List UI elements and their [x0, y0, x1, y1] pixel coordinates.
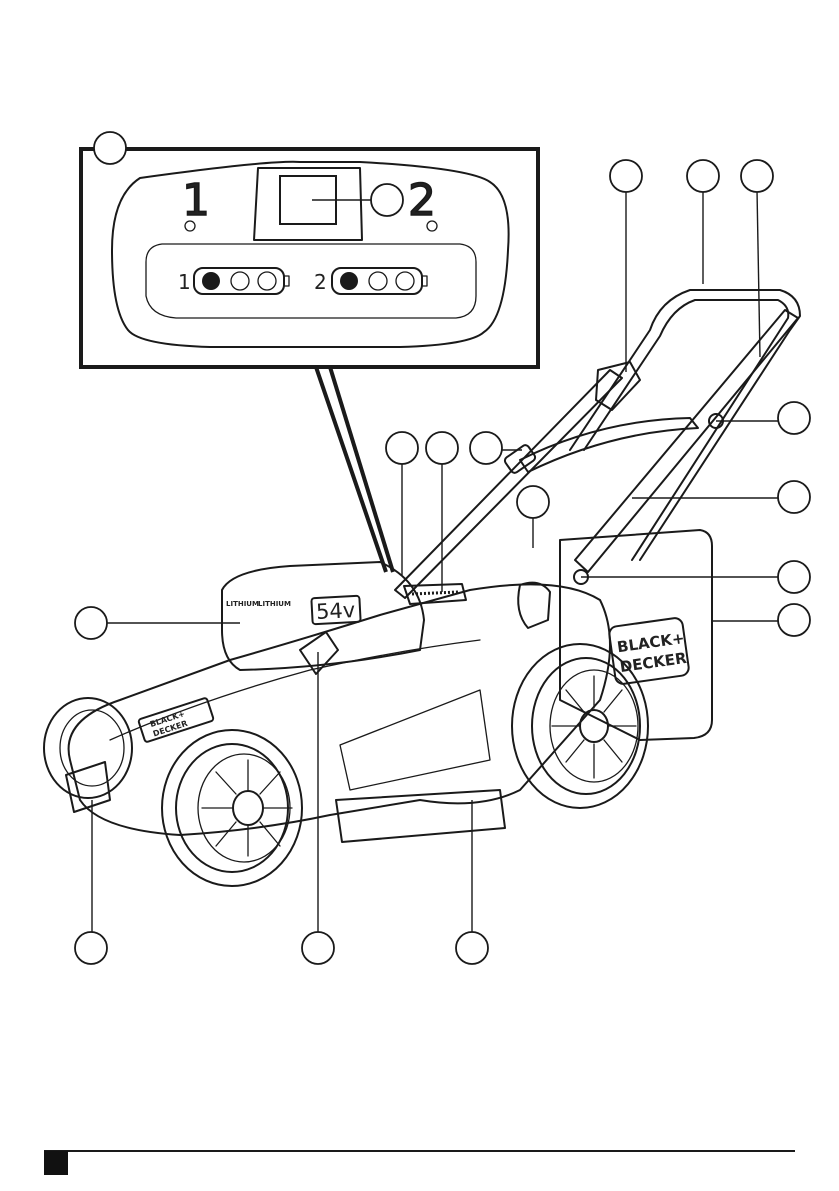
battery-status-inset: 1 2 1 2	[81, 149, 538, 367]
inset-numeral-2: 2	[408, 175, 436, 226]
battery-label-left: LITHIUM	[226, 600, 259, 608]
callout-marker	[517, 486, 549, 518]
callout-marker	[778, 561, 810, 593]
callout-marker	[302, 932, 334, 964]
inset-pointer	[316, 367, 393, 572]
callout-marker	[426, 432, 458, 464]
page-marker-box	[44, 1151, 68, 1175]
page-footer	[44, 1151, 795, 1175]
callout-marker	[687, 160, 719, 192]
handle-upper	[570, 290, 800, 560]
callout-marker	[778, 604, 810, 636]
front-bumper	[336, 790, 505, 842]
bag-chute-latch	[518, 583, 550, 628]
start-button-grip	[412, 592, 458, 594]
callout-marker	[741, 160, 773, 192]
callout-marker	[386, 432, 418, 464]
handle-bar-left	[395, 370, 622, 598]
callout-marker	[75, 932, 107, 964]
callout-marker	[371, 184, 403, 216]
wheel-rear-left	[44, 698, 132, 798]
callout-marker	[456, 932, 488, 964]
callout-marker	[75, 607, 107, 639]
callout-marker	[778, 402, 810, 434]
inset-numeral-1: 1	[182, 175, 210, 226]
gauge-1-label: 1	[178, 270, 191, 294]
callout-marker	[778, 481, 810, 513]
voltage-badge-text: 54v	[315, 598, 355, 624]
callout-marker	[470, 432, 502, 464]
handle-upper-inner	[584, 300, 788, 560]
deck-vent-area	[340, 690, 490, 790]
wheel-rear-right	[512, 644, 648, 808]
callout-marker	[610, 160, 642, 192]
wheel-front-left	[162, 730, 302, 886]
lawn-mower: BLACK+ DECKER LITHIUM LITHIUM 54v	[44, 290, 800, 886]
battery-label-right: LITHIUM	[258, 600, 291, 608]
gauge-2-label: 2	[314, 270, 327, 294]
callout-marker	[94, 132, 126, 164]
